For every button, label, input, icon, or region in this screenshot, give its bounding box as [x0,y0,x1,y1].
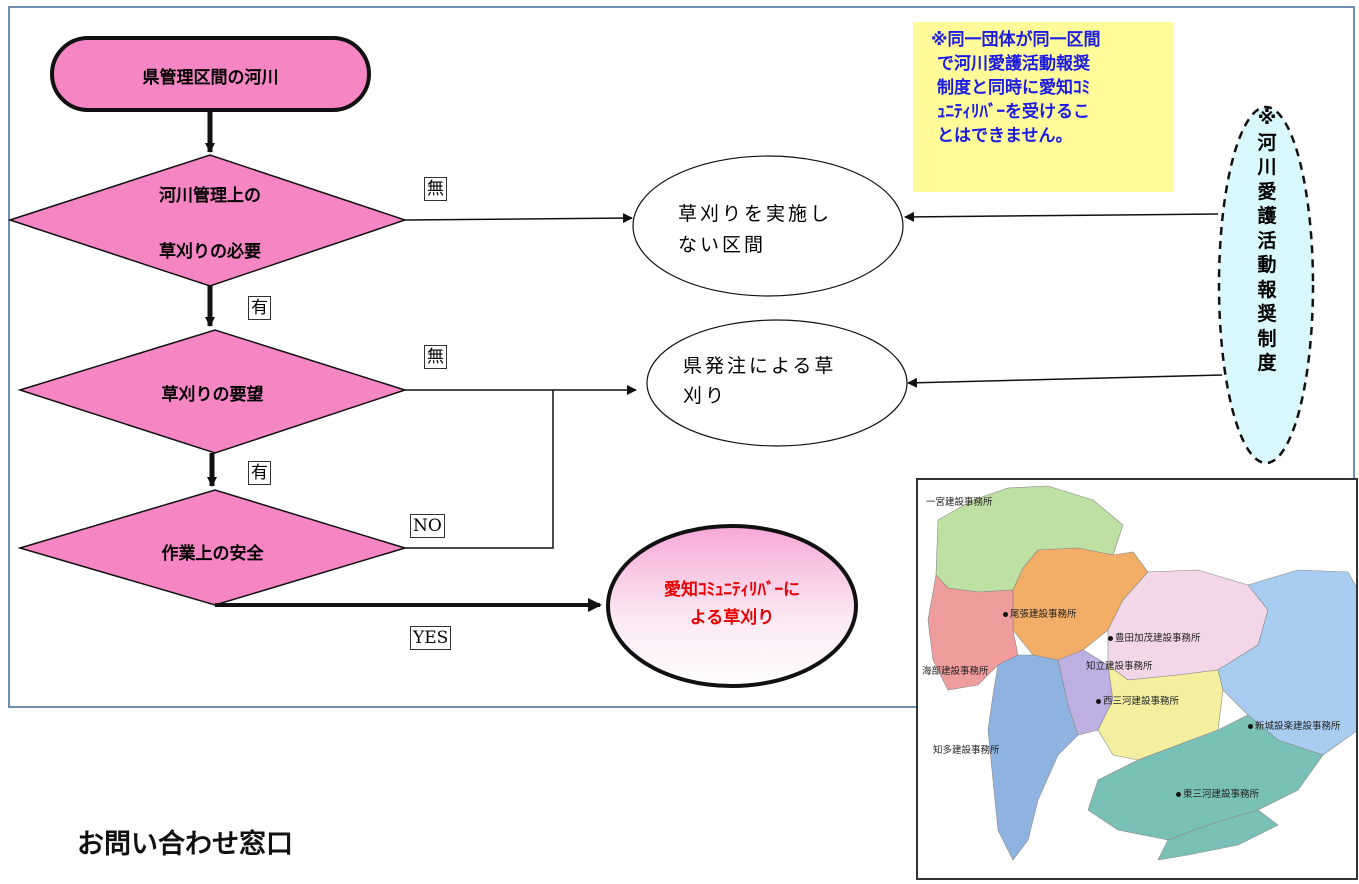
side-program-char: ※ [1257,107,1277,129]
decision-need-label-2: 草刈りの必要 [159,242,261,262]
map-label-toyota-text: 豊田加茂建設事務所 [1115,633,1201,644]
contact-title: お問い合わせ窓口 [77,829,293,860]
map-label-owari-text: 尾張建設事務所 [1010,609,1077,620]
map-label-ichinomiya: 一宮建設事務所 [926,497,993,508]
map-label-shinshiro: 新城設楽建設事務所 [1248,718,1341,732]
side-program-label: ※河川愛護活動報奨制度 [1254,106,1280,376]
side-program-char: 報 [1257,278,1277,301]
arrow-d1-no [404,213,633,224]
region-map: 一宮建設事務所 尾張建設事務所 豊田加茂建設事務所 海部建設事務所 知立建設事務… [916,478,1358,880]
oval-no-mowing-line2: ない区間 [678,234,767,256]
start-node-label: 県管理区間の河川 [142,68,279,88]
flowchart-frame [8,6,1355,708]
connector-d3-no [405,390,554,549]
decision-safety-label: 作業上の安全 [161,544,264,564]
decision-request-label: 草刈りの要望 [161,385,264,405]
oval-community-river [606,524,858,688]
oval-prefecture-line2: 刈り [683,385,728,407]
region-map-svg [927,485,1356,861]
branch-label-yes-3: YES [410,626,452,650]
map-region-higashimikawa [1087,714,1324,841]
oval-prefecture-line1: 県発注による草 [683,355,837,377]
map-label-higashimikawa-text: 東三河建設事務所 [1183,789,1260,800]
arrow-program-to-oval1 [904,211,1219,222]
result-label-2: よる草刈り [689,608,775,628]
oval-no-mowing-line1: 草刈りを実施し [678,203,833,225]
map-label-higashimikawa: 東三河建設事務所 [1176,786,1259,800]
map-label-chita: 知多建設事務所 [933,745,1000,756]
notice-line: ※同一団体が同一区間 [931,30,1101,50]
notice-line: ｭﾆﾃｨﾘﾊﾞｰを受けるこ [937,102,1090,122]
notice-line: とはできません。 [937,126,1073,146]
side-program-ellipse [1217,105,1315,465]
side-program-char: 河 [1257,131,1277,154]
map-label-nishimikawa: 西三河建設事務所 [1096,693,1179,707]
map-label-owari: 尾張建設事務所 [1003,606,1077,620]
side-program-char: 動 [1257,254,1277,276]
side-program-char: 護 [1257,205,1277,227]
decision-need-label-1: 河川管理上の [159,186,261,206]
map-label-shinshiro-text: 新城設楽建設事務所 [1255,721,1341,732]
branch-label-yes-1: 有 [248,296,271,320]
side-program-char: 奨 [1257,303,1277,325]
branch-label-yes-2: 有 [248,461,271,485]
notice-line: で河川愛護活動報奨 [937,54,1090,74]
map-region-chita [987,654,1079,861]
arrow-program-to-oval2 [907,374,1223,388]
side-program-char: 制 [1257,327,1277,350]
side-program-char: 度 [1257,352,1277,374]
oval-no-mowing [632,155,904,297]
oval-prefecture-mowing [646,319,908,447]
map-label-chiryu: 知立建設事務所 [1086,661,1153,672]
notice-box: ※同一団体が同一区間 で河川愛護活動報奨 制度と同時に愛知ｺﾐ ｭﾆﾃｨﾘﾊﾞｰ… [913,22,1173,192]
branch-label-no-2: 無 [424,345,447,369]
map-region-atsumi [1157,809,1279,861]
side-program-char: 活 [1257,229,1277,252]
side-program-char: 川 [1257,156,1277,178]
side-program-char: 愛 [1257,180,1277,203]
map-label-toyota: 豊田加茂建設事務所 [1108,630,1201,644]
branch-label-no-3: NO [410,514,445,538]
branch-label-no-1: 無 [424,177,447,201]
notice-line: 制度と同時に愛知ｺﾐ [937,78,1090,98]
decision-need [7,154,408,287]
result-label-1: 愛知ｺﾐｭﾆﾃｨﾘﾊﾞｰに [664,580,800,600]
map-label-nishimikawa-text: 西三河建設事務所 [1103,696,1180,707]
map-label-ama: 海部建設事務所 [922,666,989,677]
